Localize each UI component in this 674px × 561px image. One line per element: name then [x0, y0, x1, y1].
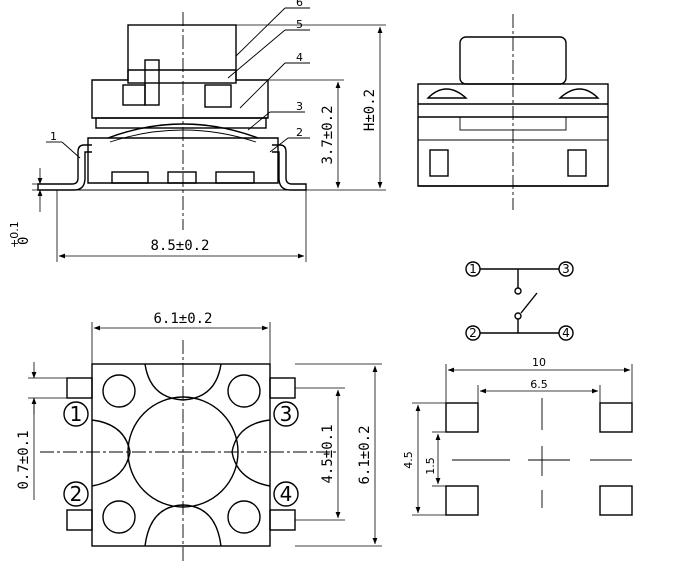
dim-footprint-pad: 1.5 — [424, 457, 437, 475]
terminal-left — [37, 144, 92, 191]
part-4: 4 — [296, 51, 303, 64]
side-section-view: 6 5 4 3 2 1 H±0.2 3.7±0.2 8 — [8, 0, 386, 262]
terminal-right — [272, 144, 307, 191]
top-pin-2: 2 — [70, 482, 83, 506]
metal-plate — [95, 117, 267, 129]
corner-hole-br — [227, 500, 261, 534]
part-3: 3 — [296, 100, 303, 113]
part-5: 5 — [296, 18, 303, 31]
dim-footprint-outer: 10 — [532, 356, 546, 369]
part-6: 6 — [296, 0, 303, 9]
corner-hole-bl — [102, 500, 136, 534]
pin-2-label: 2 — [469, 326, 477, 340]
pad-4 — [599, 485, 633, 516]
corner-hole-tl — [102, 374, 136, 408]
dim-standoff: 0 — [16, 237, 32, 245]
pin-1-label: 1 — [469, 262, 477, 276]
pad-2 — [445, 485, 479, 516]
body-outline — [91, 363, 271, 547]
dim-footprint-inner: 6.5 — [530, 378, 548, 391]
dim-lead-width: 0.7±0.1 — [16, 430, 32, 489]
cover — [91, 69, 269, 119]
dim-pin-pitch: 4.5±0.1 — [320, 424, 336, 483]
part-1: 1 — [50, 130, 57, 143]
circuit-schematic: 1 3 2 4 — [465, 261, 574, 341]
dim-body-height: 3.7±0.2 — [320, 105, 336, 164]
base — [87, 137, 279, 184]
dim-top-width: 6.1±0.2 — [153, 311, 212, 327]
actuator — [127, 24, 237, 84]
pad-3 — [599, 402, 633, 433]
corner-hole-tr — [227, 374, 261, 408]
top-pin-3: 3 — [280, 402, 293, 426]
dim-footprint-pitch: 4.5 — [402, 451, 415, 469]
dim-height: H±0.2 — [362, 89, 378, 131]
top-pin-4: 4 — [280, 482, 293, 506]
actuator-circle — [127, 396, 239, 508]
top-view: 1 3 2 4 6.1±0.2 6.1±0.2 4.5±0.1 0.7±0.1 — [16, 311, 382, 561]
dome — [107, 123, 259, 139]
pin-3-label: 3 — [562, 262, 570, 276]
top-pin-1: 1 — [70, 402, 83, 426]
part-callouts: 6 5 4 3 2 1 — [46, 0, 310, 159]
pcb-footprint: 10 6.5 4.5 1.5 — [402, 356, 633, 516]
dim-overall-width: 8.5±0.2 — [150, 238, 209, 254]
pad-1 — [445, 402, 479, 433]
dim-top-height: 6.1±0.2 — [357, 425, 373, 484]
part-2: 2 — [296, 126, 303, 139]
side-elevation-view — [417, 14, 609, 210]
pin-4-label: 4 — [562, 326, 570, 340]
dim-standoff-tolerance: +0.1 — [8, 221, 21, 248]
